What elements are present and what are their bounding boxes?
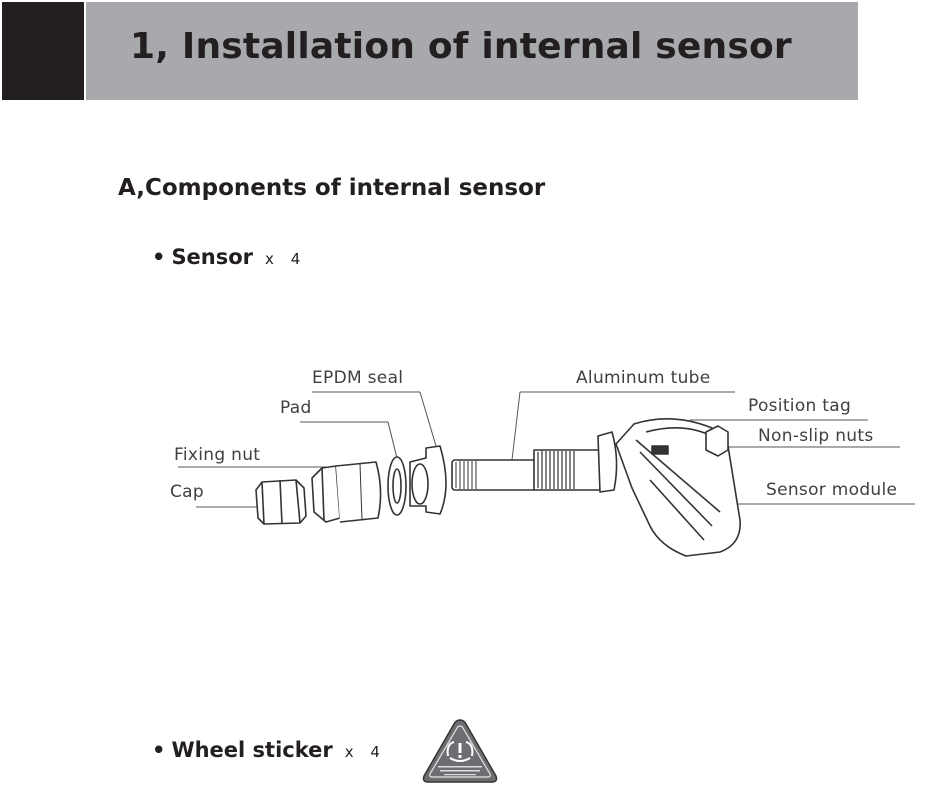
fixing-nut-part: [311, 461, 382, 523]
epdm-seal-part: [409, 445, 447, 515]
item-label: Sensor: [171, 245, 254, 269]
label-position-tag: Position tag: [748, 396, 852, 416]
label-sensor-module: Sensor module: [766, 480, 898, 500]
bullet: •: [152, 738, 166, 762]
label-pad: Pad: [280, 398, 312, 418]
label-non-slip-nuts: Non-slip nuts: [758, 426, 874, 446]
page-title: 1, Installation of internal sensor: [130, 26, 792, 67]
item-quantity: x 4: [344, 743, 386, 761]
sensor-module-part: [615, 418, 741, 557]
item-quantity: x 4: [265, 250, 307, 268]
label-aluminum-tube: Aluminum tube: [576, 368, 711, 388]
wheel-sticker-icon: [422, 719, 498, 783]
label-cap: Cap: [170, 482, 204, 502]
header-dark-block: [2, 2, 84, 100]
cap-part: [255, 479, 307, 525]
section-heading: A,Components of internal sensor: [118, 175, 546, 201]
label-epdm-seal: EPDM seal: [312, 368, 404, 388]
item-label: Wheel sticker: [171, 738, 333, 762]
list-item-wheel-sticker: •Wheel sticker x 4: [152, 738, 386, 762]
header-bar: [86, 2, 858, 100]
bullet: •: [152, 245, 166, 269]
label-fixing-nut: Fixing nut: [174, 445, 261, 465]
aluminum-tube-part: [451, 431, 618, 493]
sensor-exploded-diagram: [178, 391, 915, 557]
pad-part: [387, 456, 407, 516]
list-item-sensor: •Sensor x 4: [152, 245, 306, 269]
